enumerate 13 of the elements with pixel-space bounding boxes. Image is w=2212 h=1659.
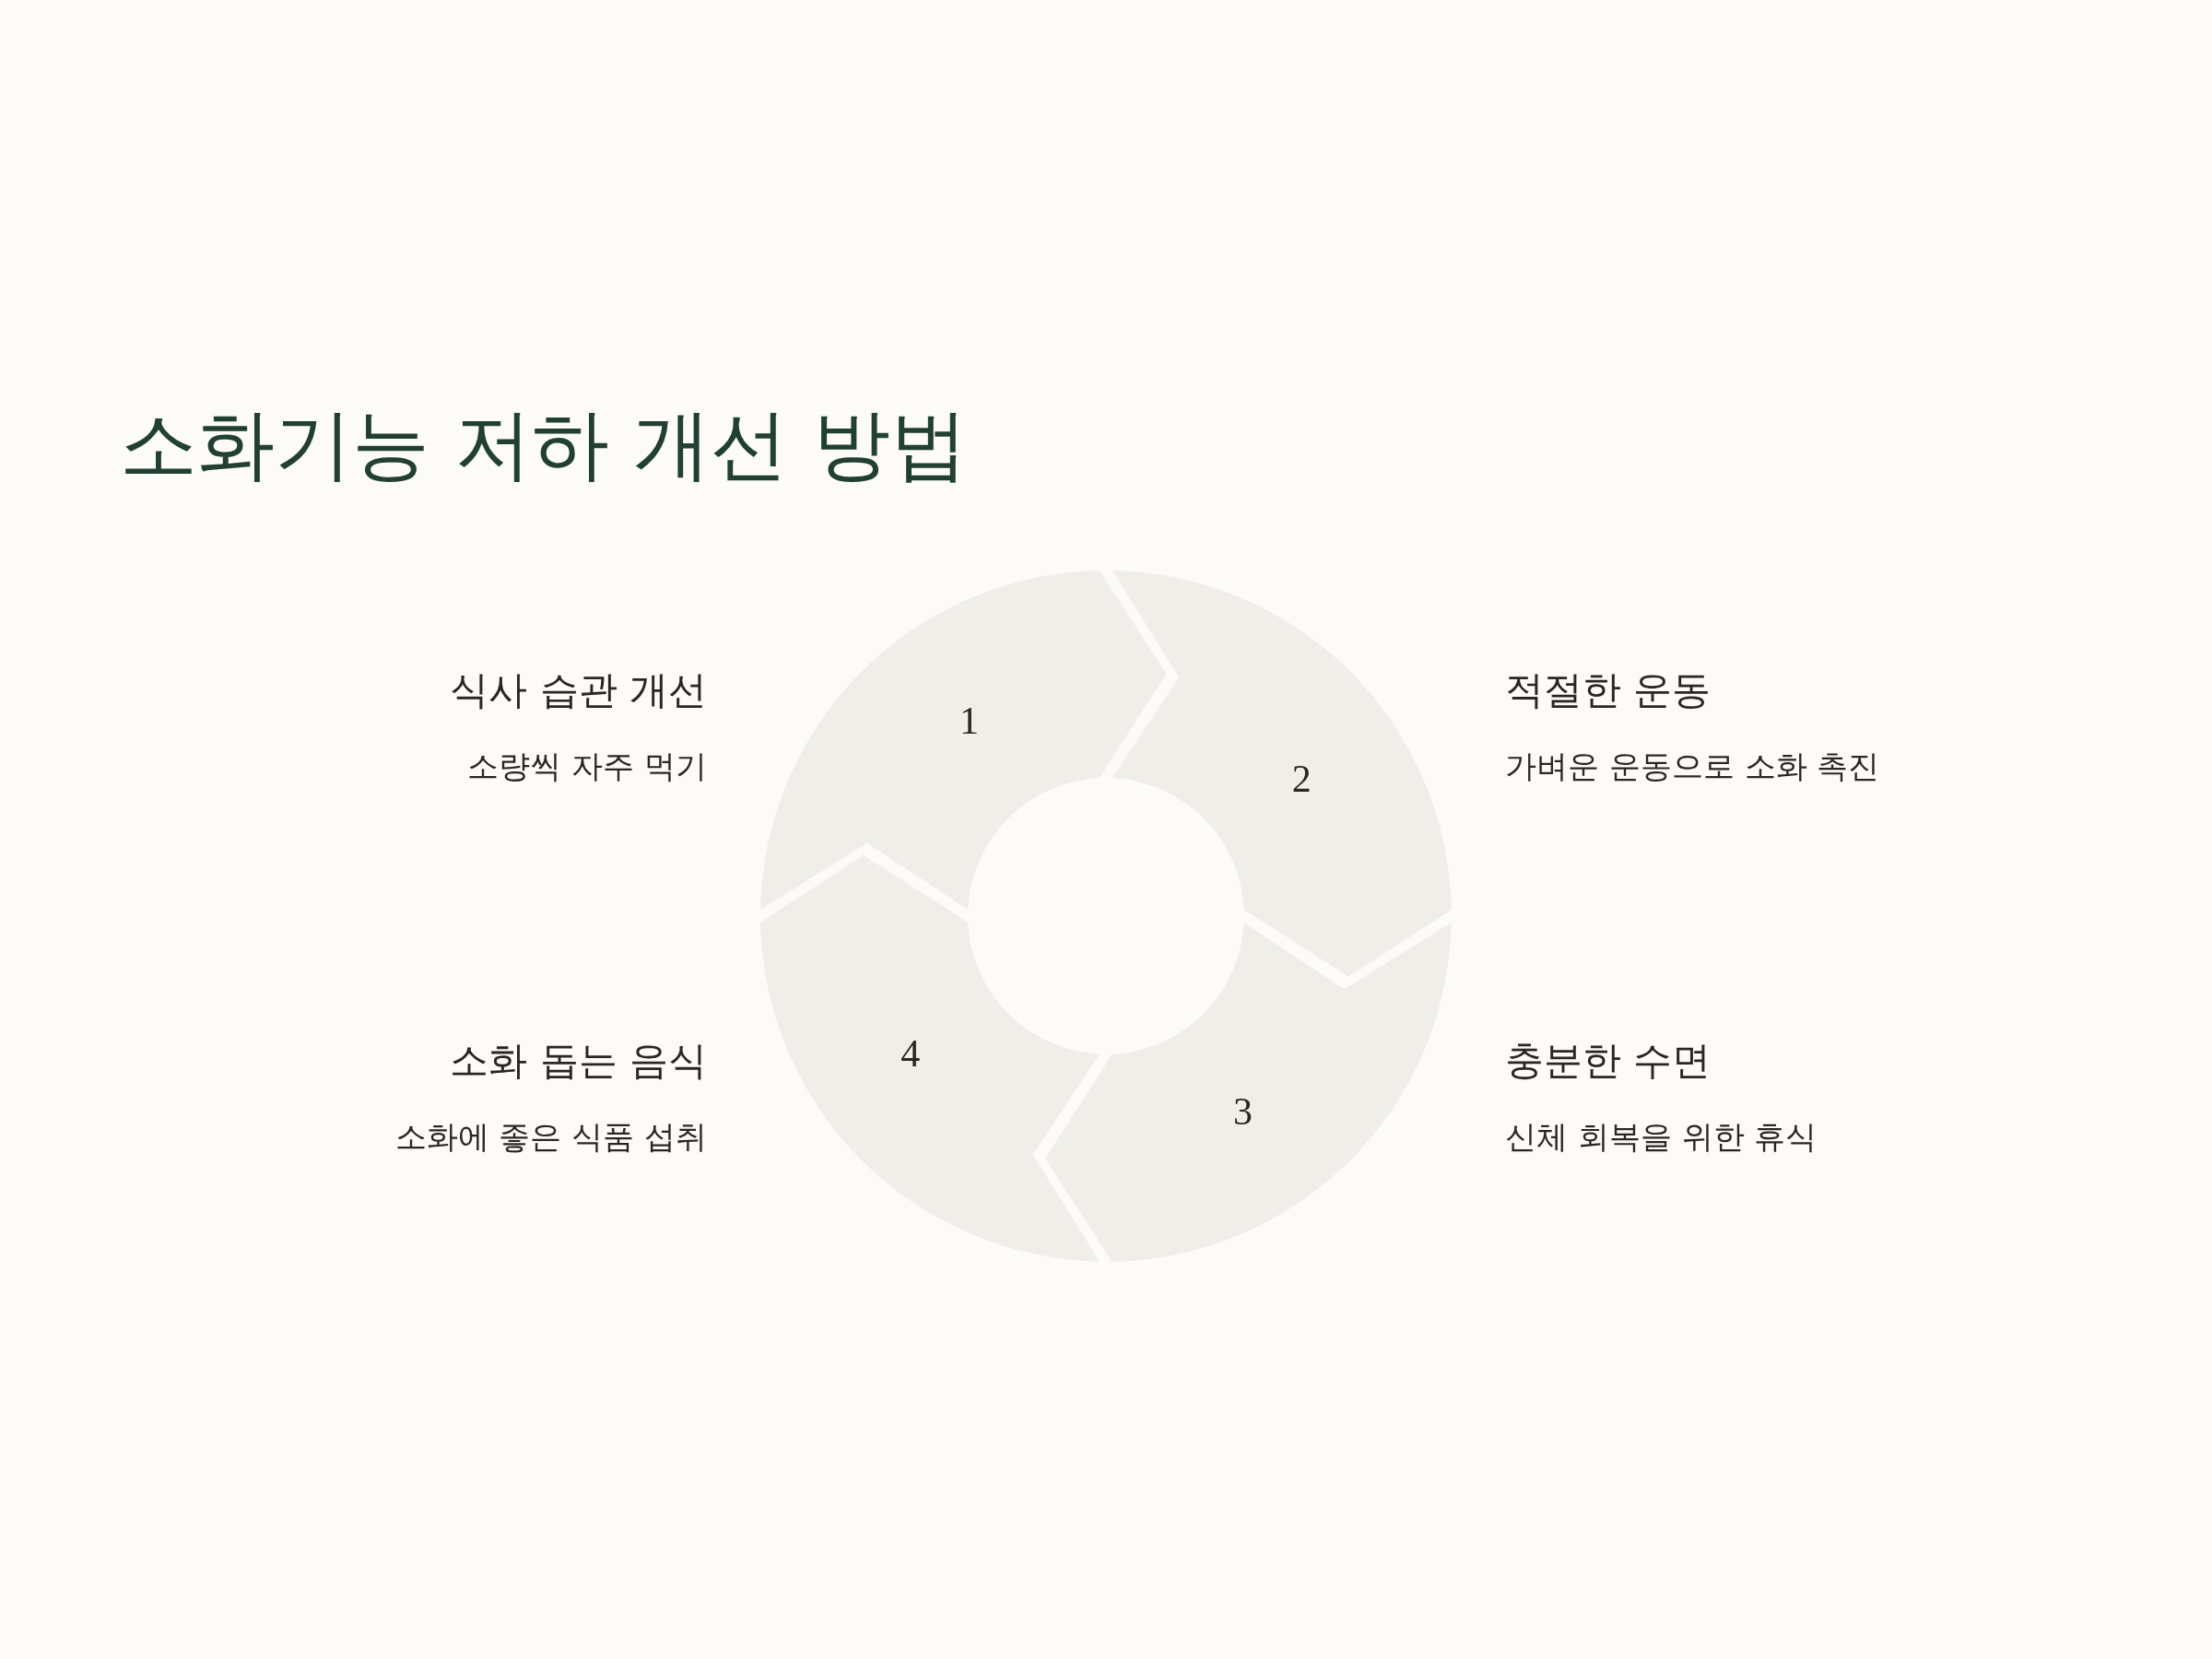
- step-number: 3: [1233, 1092, 1253, 1132]
- diagram-title: 소화기능 저하 개선 방법: [120, 400, 969, 489]
- step-description: 신체 회복을 위한 휴식: [1505, 1118, 1818, 1156]
- step-heading: 충분한 수면: [1505, 1038, 1712, 1085]
- step-description: 소량씩 자주 먹기: [467, 747, 707, 785]
- step-description: 가벼운 운동으로 소화 촉진: [1505, 747, 1880, 785]
- step-number: 1: [959, 700, 979, 740]
- step-heading: 소화 돕는 음식: [450, 1038, 707, 1085]
- step-heading: 식사 습관 개선: [450, 667, 707, 714]
- step-number: 4: [900, 1033, 921, 1073]
- step-heading: 적절한 운동: [1505, 667, 1712, 714]
- step-number: 2: [1291, 759, 1312, 799]
- step-description: 소화에 좋은 식품 섭취: [394, 1118, 707, 1156]
